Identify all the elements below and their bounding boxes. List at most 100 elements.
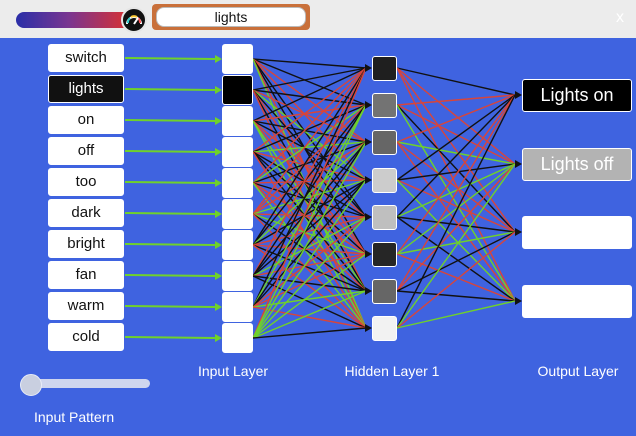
connection-line [252, 104, 367, 184]
word-button-dark[interactable]: dark [48, 199, 124, 227]
connection-line [396, 104, 516, 233]
word-button-switch[interactable]: switch [48, 44, 124, 72]
connection-line [252, 67, 367, 184]
hidden-node [372, 130, 397, 155]
hidden-node [372, 205, 397, 230]
connection-line [396, 253, 516, 302]
connection-line [396, 163, 516, 181]
connection-line [396, 231, 516, 329]
arrow-head [365, 176, 372, 184]
connection-line [396, 67, 516, 165]
hidden-node [372, 279, 397, 304]
connection-line [252, 275, 367, 329]
speedometer-icon[interactable] [121, 7, 147, 33]
connection-line [396, 104, 516, 165]
connection-line [252, 213, 367, 329]
arrow-head [215, 303, 222, 311]
arrow-head [215, 148, 222, 156]
connection-line [252, 67, 367, 122]
text-input-frame [152, 4, 310, 30]
connection-line [124, 88, 216, 91]
arrow-head [215, 179, 222, 187]
arrow-head [365, 64, 372, 72]
arrow-head [215, 86, 222, 94]
arrow-head [365, 138, 372, 146]
connection-line [396, 290, 516, 302]
word-button-bright[interactable]: bright [48, 230, 124, 258]
connection-line [252, 179, 367, 246]
arrow-head [215, 334, 222, 342]
hidden-node [372, 93, 397, 118]
connection-line [252, 67, 367, 215]
arrow-head [515, 297, 522, 305]
connection-line [252, 58, 367, 69]
hidden-node [372, 168, 397, 193]
word-button-off[interactable]: off [48, 137, 124, 165]
connection-line [252, 213, 367, 292]
connection-line [252, 67, 367, 308]
close-icon[interactable]: x [616, 9, 624, 26]
input-node [222, 261, 253, 291]
input-pattern-label: Input Pattern [34, 409, 115, 425]
input-node [222, 168, 253, 198]
word-button-cold[interactable]: cold [48, 323, 124, 351]
word-button-lights[interactable]: lights [48, 75, 124, 103]
input-node [222, 106, 253, 136]
hidden-node [372, 56, 397, 81]
connection-line [396, 141, 516, 165]
output-node: Lights on [522, 79, 632, 112]
connection-line [124, 274, 216, 277]
input-pattern-slider-thumb[interactable] [20, 374, 42, 396]
arrow-head [215, 272, 222, 280]
input-node [222, 199, 253, 229]
connection-line [252, 327, 367, 339]
hidden-node [372, 242, 397, 267]
connection-line [252, 182, 367, 292]
connection-line [396, 94, 516, 218]
connection-line [252, 141, 367, 184]
learning-rate-slider[interactable] [16, 12, 134, 28]
connection-line [252, 141, 367, 308]
connection-line [252, 244, 367, 329]
connection-line [396, 163, 516, 218]
connection-line [252, 213, 367, 218]
connection-line [252, 104, 367, 339]
connection-line [124, 57, 216, 60]
speedometer-icon-svg [126, 15, 142, 25]
word-button-on[interactable]: on [48, 106, 124, 134]
word-button-warm[interactable]: warm [48, 292, 124, 320]
connection-line [396, 163, 516, 292]
word-button-too[interactable]: too [48, 168, 124, 196]
connection-line [252, 216, 367, 339]
connection-line [124, 181, 216, 184]
top-toolbar: x [0, 0, 636, 38]
connection-line [252, 290, 367, 339]
output-layer-label: Output Layer [537, 363, 619, 379]
connection-line [396, 67, 516, 302]
connection-line [124, 212, 216, 215]
connection-line [124, 150, 216, 153]
input-pattern-slider-track[interactable] [22, 379, 150, 388]
input-layer-label: Input Layer [197, 363, 269, 379]
connection-line [396, 216, 516, 233]
output-node [522, 285, 632, 318]
connection-line [252, 67, 367, 246]
arrow-head [365, 287, 372, 295]
connection-line [396, 94, 516, 106]
connection-line [396, 141, 516, 233]
hidden-layer-label: Hidden Layer 1 [344, 363, 440, 379]
input-node [222, 44, 253, 74]
arrow-head [365, 101, 372, 109]
connection-line [252, 104, 367, 153]
connection-line [396, 94, 516, 292]
connection-line [252, 141, 367, 246]
connection-line [252, 104, 367, 246]
text-input[interactable] [156, 7, 306, 27]
word-button-fan[interactable]: fan [48, 261, 124, 289]
arrow-head [215, 210, 222, 218]
arrow-head [215, 117, 222, 125]
output-node: Lights off [522, 148, 632, 181]
connection-line [252, 182, 367, 329]
connection-line [396, 94, 516, 329]
